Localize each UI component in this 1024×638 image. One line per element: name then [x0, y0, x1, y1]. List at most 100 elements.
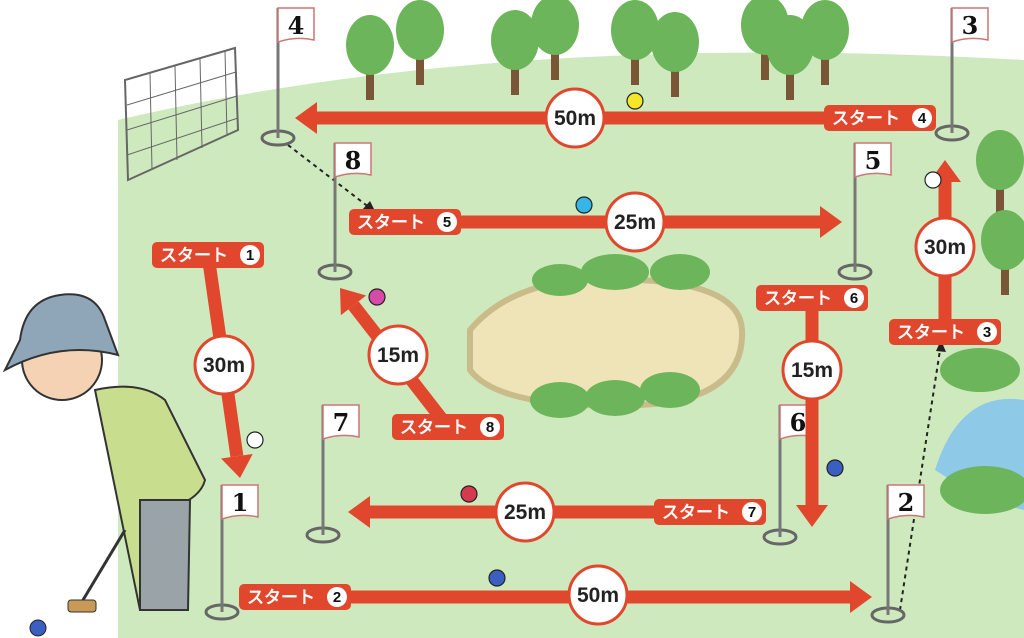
start-number: 5 [443, 214, 451, 231]
tree-trunk [786, 55, 794, 100]
ball-icon [575, 196, 593, 214]
start-label: スタート [400, 418, 468, 438]
tree-trunk [511, 50, 519, 95]
dashed-paths [287, 144, 941, 611]
start-number-badge [742, 502, 762, 522]
flag-icon [221, 484, 259, 521]
ball-icon [460, 485, 478, 503]
distance-label: 15m [791, 359, 833, 382]
tree-trunk [761, 35, 769, 80]
start-tag [889, 319, 1001, 345]
trees [346, 0, 1024, 295]
start-number-badge [327, 587, 347, 607]
ball-icon [246, 431, 264, 449]
start-label: スタート [357, 213, 425, 233]
tree-icon [801, 0, 849, 60]
start-label: スタート [764, 289, 832, 309]
start-tag [392, 414, 504, 440]
bushes [530, 254, 710, 418]
flag-icon [277, 7, 315, 44]
start-label: スタート [160, 246, 228, 266]
start-number: 3 [983, 324, 991, 341]
start-number: 6 [850, 290, 858, 307]
distance-label: 50m [554, 107, 596, 130]
flag-icon [322, 404, 360, 441]
tree-icon [651, 12, 699, 72]
start-number: 4 [918, 110, 927, 127]
ball-icon [488, 569, 506, 587]
start-number-badge [240, 245, 260, 265]
flag-number: 3 [962, 11, 979, 40]
flag-icon [854, 142, 892, 179]
flag-number: 7 [333, 408, 350, 437]
tree-trunk [996, 170, 1004, 215]
start-label: スタート [832, 109, 900, 129]
tree-trunk [551, 35, 559, 80]
tree-icon [981, 210, 1024, 270]
start-number: 2 [333, 589, 341, 606]
flag-icon [334, 142, 372, 179]
arrowhead-icon [820, 206, 842, 238]
flag-icon [887, 484, 925, 521]
start-tag [756, 285, 868, 311]
hole-6: 6 15m スタート 6 [756, 285, 868, 546]
arrowhead-icon [796, 505, 828, 527]
golfer [2, 293, 207, 637]
hole-1: 1 30m スタート 1 [152, 242, 264, 621]
distance-badge [567, 564, 629, 626]
tree-icon [611, 0, 659, 60]
distance-badge [604, 191, 666, 253]
start-number: 7 [748, 504, 756, 521]
start-number: 1 [246, 247, 254, 264]
distance-badge [494, 481, 556, 543]
flag-number: 1 [232, 488, 249, 517]
distance-badge [367, 324, 429, 386]
tree-trunk [366, 55, 374, 100]
tree-icon [346, 15, 394, 75]
tree-icon [491, 10, 539, 70]
balls [246, 92, 942, 587]
hole-5: 5 25m スタート 5 [349, 142, 892, 281]
distance-label: 50m [577, 584, 619, 607]
arrowhead-icon [850, 581, 872, 613]
goal-net [123, 46, 240, 182]
start-number-badge [437, 212, 457, 232]
distance-label: 25m [614, 211, 656, 234]
hole-4: 4 50m スタート 4 [260, 7, 936, 149]
start-number-badge [480, 417, 500, 437]
distance-label: 25m [504, 501, 546, 524]
start-number-badge [977, 322, 997, 342]
arrowhead-icon [295, 102, 317, 134]
tree-trunk [631, 40, 639, 85]
flag-number: 4 [288, 11, 305, 40]
start-tag [824, 105, 936, 131]
start-tag [654, 499, 766, 525]
distance-badge [544, 87, 606, 149]
start-label: スタート [662, 503, 730, 523]
distance-badge [781, 339, 843, 401]
start-number-badge [912, 108, 932, 128]
start-tag [239, 584, 351, 610]
distance-badge [914, 216, 976, 278]
flag-number: 5 [865, 146, 882, 175]
tree-icon [396, 0, 444, 60]
arrowhead-icon [340, 288, 367, 316]
distance-label: 30m [924, 236, 966, 259]
tree-trunk [671, 52, 679, 97]
start-label: スタート [247, 588, 315, 608]
tree-icon [531, 0, 579, 55]
distance-label: 15m [377, 344, 419, 367]
ball-icon [626, 92, 644, 110]
flag-icon [951, 7, 989, 44]
tree-trunk [1001, 250, 1009, 295]
start-number-badge [844, 288, 864, 308]
flag-number: 6 [790, 408, 807, 437]
flag-number: 8 [345, 146, 362, 175]
tree-trunk [416, 40, 424, 85]
distance-label: 30m [203, 354, 245, 377]
pond [935, 348, 1024, 514]
